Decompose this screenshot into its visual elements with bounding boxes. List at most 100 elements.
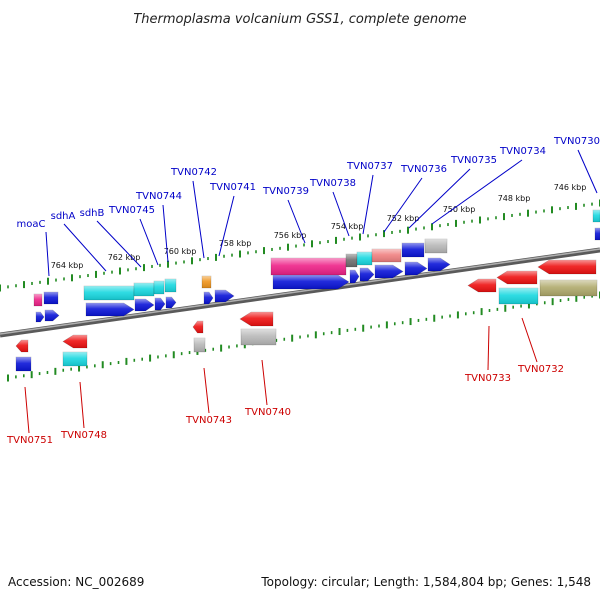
forward-gene-feature[interactable]	[85, 302, 135, 317]
forward-gene-feature[interactable]	[427, 257, 451, 272]
reverse-gene-feature[interactable]	[15, 356, 32, 372]
forward-gene-feature[interactable]	[356, 251, 373, 266]
forward-gene-feature[interactable]	[165, 296, 177, 309]
forward-gene-feature[interactable]	[44, 309, 60, 322]
forward-gene-label[interactable]: moaC	[17, 219, 46, 230]
forward-gene-feature[interactable]	[83, 285, 135, 301]
forward-gene-feature[interactable]	[35, 311, 45, 323]
forward-label-leader	[383, 177, 423, 233]
reverse-gene-feature[interactable]	[15, 339, 29, 353]
forward-gene-feature[interactable]	[201, 275, 212, 289]
forward-gene-feature[interactable]	[43, 291, 59, 305]
forward-gene-label[interactable]: TVN0744	[135, 191, 182, 202]
reverse-gene-label[interactable]: TVN0740	[244, 407, 291, 418]
forward-gene-feature[interactable]	[133, 282, 155, 297]
forward-gene-feature[interactable]	[154, 297, 166, 311]
reverse-gene-label[interactable]: TVN0751	[6, 435, 53, 446]
reverse-gene-feature[interactable]	[467, 278, 497, 293]
reverse-gene-feature[interactable]	[62, 351, 88, 367]
reverse-gene-label[interactable]: TVN0743	[185, 415, 232, 426]
forward-gene-feature[interactable]	[214, 289, 235, 303]
forward-label-leader	[45, 231, 50, 277]
forward-gene-feature[interactable]	[349, 269, 360, 284]
forward-label-leader	[218, 195, 235, 257]
forward-label-leader	[63, 223, 107, 272]
reverse-gene-label[interactable]: TVN0732	[517, 364, 564, 375]
forward-gene-label[interactable]: TVN0738	[309, 178, 356, 189]
reverse-label-leader	[521, 317, 538, 363]
forward-label-leader	[192, 180, 205, 259]
forward-label-leader	[96, 220, 142, 268]
forward-gene-feature[interactable]	[134, 298, 155, 312]
forward-gene-feature[interactable]	[424, 238, 448, 254]
reverse-label-leader	[24, 386, 30, 434]
gene-features	[15, 209, 600, 372]
backbone-highlight	[0, 248, 600, 335]
forward-gene-feature[interactable]	[401, 242, 425, 258]
forward-gene-feature[interactable]	[272, 274, 350, 290]
forward-gene-feature[interactable]	[404, 261, 428, 276]
reverse-gene-label[interactable]: TVN0733	[464, 373, 511, 384]
upper-tick-track	[0, 199, 600, 292]
forward-gene-feature[interactable]	[371, 248, 402, 263]
kbp-scale-label: 746 kbp	[554, 183, 587, 192]
forward-gene-feature[interactable]	[270, 257, 347, 276]
forward-gene-feature[interactable]	[153, 280, 165, 295]
forward-gene-label[interactable]: TVN0735	[450, 155, 497, 166]
forward-gene-feature[interactable]	[33, 293, 43, 307]
forward-gene-label[interactable]: sdhA	[51, 211, 76, 222]
forward-gene-feature[interactable]	[345, 253, 358, 268]
kbp-scale-label: 752 kbp	[387, 214, 420, 223]
forward-gene-label[interactable]: TVN0734	[499, 146, 546, 157]
kbp-scale-label: 764 kbp	[51, 261, 84, 270]
forward-gene-feature[interactable]	[374, 264, 404, 279]
forward-gene-label[interactable]: sdhB	[80, 208, 105, 219]
forward-gene-label[interactable]: TVN0745	[108, 205, 155, 216]
reverse-gene-feature[interactable]	[539, 279, 598, 297]
accession-text: Accession: NC_002689	[8, 575, 144, 589]
reverse-label-leader	[261, 359, 268, 406]
reverse-gene-feature[interactable]	[193, 337, 206, 353]
forward-label-leader	[139, 218, 159, 266]
forward-gene-label[interactable]: TVN0742	[170, 167, 217, 178]
forward-label-leader	[362, 174, 374, 235]
reverse-gene-feature[interactable]	[496, 270, 538, 285]
forward-label-leader	[332, 191, 350, 237]
reverse-gene-feature[interactable]	[498, 287, 539, 305]
reverse-label-leader	[203, 367, 210, 414]
kbp-scale-label: 756 kbp	[274, 231, 307, 240]
kbp-scale-label: 750 kbp	[443, 205, 476, 214]
forward-gene-label[interactable]: TVN0739	[262, 186, 309, 197]
forward-gene-feature[interactable]	[594, 227, 600, 241]
lower-tick-track	[7, 291, 600, 382]
reverse-gene-feature[interactable]	[192, 320, 204, 334]
genome-backbone	[0, 247, 600, 338]
forward-label-leader	[431, 159, 523, 225]
forward-gene-label[interactable]: TVN0741	[209, 182, 256, 193]
forward-gene-feature[interactable]	[203, 291, 214, 305]
reverse-gene-feature[interactable]	[239, 311, 274, 327]
forward-gene-label[interactable]: TVN0736	[400, 164, 447, 175]
genome-summary-text: Topology: circular; Length: 1,584,804 bp…	[260, 575, 591, 589]
forward-gene-label[interactable]: TVN0730	[553, 136, 600, 147]
forward-gene-label[interactable]: TVN0737	[346, 161, 393, 172]
forward-label-leader	[408, 168, 471, 229]
reverse-gene-feature[interactable]	[240, 328, 277, 346]
kbp-scale-label: 748 kbp	[498, 194, 531, 203]
kbp-scale-label: 754 kbp	[331, 222, 364, 231]
forward-gene-feature[interactable]	[592, 209, 600, 223]
backbone-line	[0, 247, 600, 338]
kbp-scale-label: 762 kbp	[108, 253, 141, 262]
forward-gene-feature[interactable]	[164, 278, 177, 293]
kbp-scale-label: 758 kbp	[219, 239, 252, 248]
forward-label-leader	[162, 204, 169, 263]
reverse-gene-feature[interactable]	[62, 334, 88, 349]
map-title: Thermoplasma volcanium GSS1, complete ge…	[133, 12, 466, 27]
forward-label-leader	[287, 199, 306, 244]
scale-ticks: 746 kbp 748 kbp 750 kbp 752 kbp 754 kbp 756 k…	[0, 183, 600, 382]
reverse-gene-label[interactable]: TVN0748	[60, 430, 107, 441]
reverse-gene-feature[interactable]	[537, 259, 597, 275]
forward-gene-feature[interactable]	[359, 267, 375, 282]
